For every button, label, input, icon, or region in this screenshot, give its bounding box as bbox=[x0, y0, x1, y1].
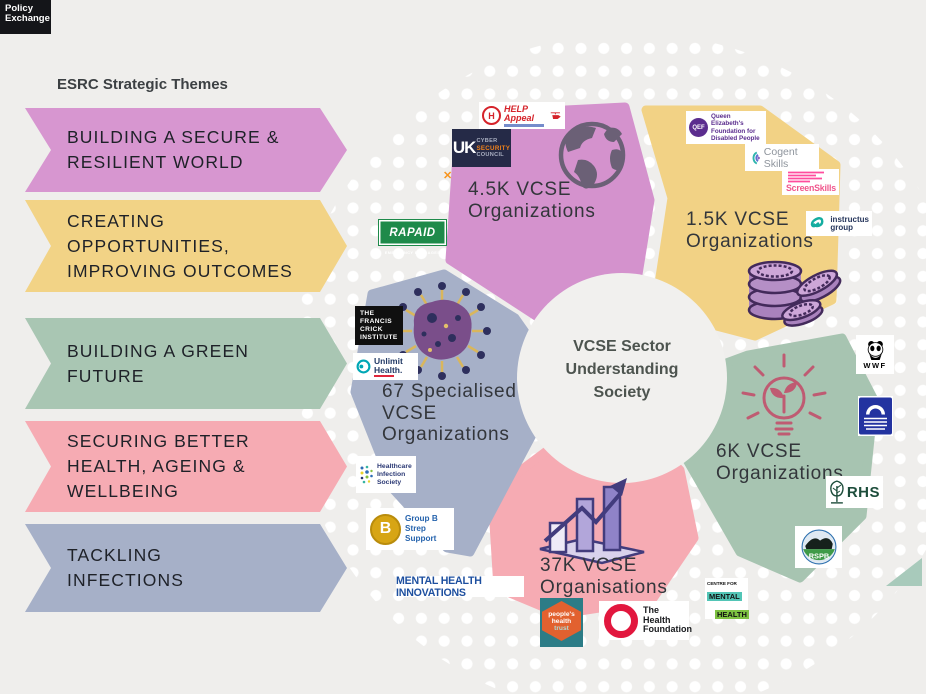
logo-rhs: RHS bbox=[826, 476, 883, 508]
theme-banner-secure-resilient: BUILDING A SECURE & RESILIENT WORLD bbox=[25, 108, 347, 192]
panda-icon bbox=[867, 341, 883, 360]
cogent-name: Cogent Skills bbox=[763, 145, 798, 170]
logo-cogent-skills: Cogent Skills bbox=[745, 144, 819, 171]
instructus-loop-icon bbox=[810, 217, 824, 228]
his-name: Healthcare Infection Society bbox=[377, 462, 412, 486]
thf-name: The Health Foundation bbox=[643, 605, 692, 635]
unlimit-name: Unlimit Health. bbox=[374, 355, 403, 375]
cmh-line-mental: MENTAL bbox=[707, 592, 742, 601]
tree-icon bbox=[830, 480, 844, 504]
logo-healthcare-infection-society: Healthcare Infection Society bbox=[356, 456, 416, 493]
helicopter-icon bbox=[550, 112, 561, 119]
coins-icon bbox=[747, 260, 842, 327]
help-appeal-tagline-bar bbox=[504, 124, 544, 127]
petal-count-secure: 4.5K VCSE Organizations bbox=[468, 179, 596, 222]
rapaid-name: RAPAID bbox=[389, 227, 436, 239]
logo-instructus-group: instructus group bbox=[806, 211, 872, 236]
gbss-name: Group B Strep Support bbox=[405, 514, 438, 543]
pht-trust: trust bbox=[554, 624, 569, 632]
help-appeal-h-icon: H bbox=[482, 106, 501, 125]
theme-label: BUILDING A GREEN FUTURE bbox=[67, 340, 249, 386]
mint-triangle-decoration bbox=[886, 558, 922, 586]
cmh-line-top: CENTRE FOR bbox=[707, 581, 737, 586]
wwf-name: WWF bbox=[863, 361, 887, 370]
growth-chart-icon bbox=[539, 478, 645, 565]
petal-count-opportunities: 1.5K VCSE Organizations bbox=[686, 209, 814, 252]
petal-count-green: 6K VCSE Organizations bbox=[716, 441, 844, 484]
theme-label: BUILDING A SECURE & RESILIENT WORLD bbox=[67, 127, 280, 172]
thf-ring-icon bbox=[604, 603, 638, 638]
blue-wave-dome-icon bbox=[859, 397, 892, 435]
theme-label: CREATING OPPORTUNITIES, IMPROVING OUTCOM… bbox=[67, 210, 293, 281]
ukc-line: CYBER bbox=[476, 137, 498, 144]
ukc-line: SECURITY bbox=[476, 144, 511, 152]
logo-peoples-health-trust: people's health trust bbox=[540, 598, 583, 647]
cmh-line-health: HEALTH bbox=[715, 610, 749, 619]
policy-exchange-name: Policy Exchange bbox=[5, 3, 50, 24]
theme-label: TACKLING INFECTIONS bbox=[67, 545, 184, 590]
qef-circle-icon: QEF bbox=[689, 118, 708, 137]
his-dots-icon bbox=[360, 465, 373, 483]
petal-count-health: 37K VCSE Organisations bbox=[540, 555, 668, 598]
theme-banner-green-future: BUILDING A GREEN FUTURE bbox=[25, 318, 347, 409]
globe-icon bbox=[558, 121, 626, 189]
logo-health-foundation: The Health Foundation bbox=[599, 601, 692, 640]
theme-banner-health-wellbeing: SECURING BETTER HEALTH, AGEING & WELLBEI… bbox=[25, 421, 347, 512]
center-circle bbox=[517, 273, 727, 483]
page-title: ESRC Strategic Themes bbox=[57, 76, 228, 93]
mhi-name: MENTAL HEALTH INNOVATIONS bbox=[396, 574, 482, 599]
center-title: VCSE Sector Understanding Society bbox=[565, 338, 679, 401]
theme-label: SECURING BETTER HEALTH, AGEING & WELLBEI… bbox=[67, 431, 250, 501]
logo-group-b-strep-support: B Group B Strep Support bbox=[366, 508, 454, 550]
screenskills-stripes-icon bbox=[788, 171, 824, 183]
screenskills-name: ScreenSkills bbox=[786, 183, 836, 193]
pht-name: people's health bbox=[548, 610, 575, 625]
logo-policy-exchange: Policy Exchange bbox=[0, 0, 51, 34]
ukc-line: COUNCIL bbox=[476, 151, 505, 158]
cogent-arcs-icon bbox=[752, 151, 761, 164]
unlimit-swirl-icon bbox=[356, 359, 371, 374]
logo-mental-health-innovations: MENTAL HEALTH INNOVATIONS bbox=[396, 574, 524, 599]
logo-screenskills: ScreenSkills bbox=[782, 169, 839, 195]
rapaid-tagline: EMERGENCY BANDAGES bbox=[384, 250, 441, 255]
logo-wwf: WWF bbox=[856, 335, 894, 374]
petal-count-infections: 67 Specialised VCSE Organizations bbox=[382, 381, 517, 445]
unlimit-red-bar bbox=[374, 374, 394, 377]
rspb-emblem-icon: RSPB bbox=[801, 529, 836, 565]
gbss-circle-icon: B bbox=[370, 513, 401, 545]
qef-name: Queen Elizabeth's Foundation for Disable… bbox=[711, 112, 760, 143]
pht-hexagon-icon: people's health trust bbox=[542, 601, 581, 641]
logo-centre-for-mental-health: CENTRE FOR MENTAL HEALTH bbox=[705, 578, 749, 619]
logo-francis-crick-institute: THE FRANCIS CRICK INSTITUTE bbox=[355, 306, 403, 345]
logo-marine-environment bbox=[858, 396, 893, 436]
lightbulb-plant-icon bbox=[741, 353, 827, 436]
help-appeal-name: HELP Appeal bbox=[504, 103, 535, 123]
logo-qef: QEF Queen Elizabeth's Foundation for Dis… bbox=[686, 111, 766, 144]
logo-unlimit-health: Unlimit Health. bbox=[353, 353, 418, 380]
logo-rapaid: RAPAID EMERGENCY BANDAGES bbox=[378, 219, 447, 255]
theme-banner-opportunities: CREATING OPPORTUNITIES, IMPROVING OUTCOM… bbox=[25, 200, 347, 292]
logo-help-appeal: H HELP Appeal bbox=[479, 102, 565, 129]
rhs-name: RHS bbox=[846, 483, 880, 501]
ukc-uk-mark: UK bbox=[452, 138, 477, 157]
instructus-name: instructus group bbox=[830, 214, 869, 232]
rspb-name: RSPB bbox=[808, 552, 829, 561]
theme-banner-infections: TACKLING INFECTIONS bbox=[25, 524, 347, 612]
orange-x-icon: ✕ bbox=[443, 170, 453, 182]
logo-rspb: RSPB bbox=[795, 526, 842, 568]
logo-uk-cyber-security-council: UK CYBER SECURITY COUNCIL bbox=[452, 129, 511, 167]
